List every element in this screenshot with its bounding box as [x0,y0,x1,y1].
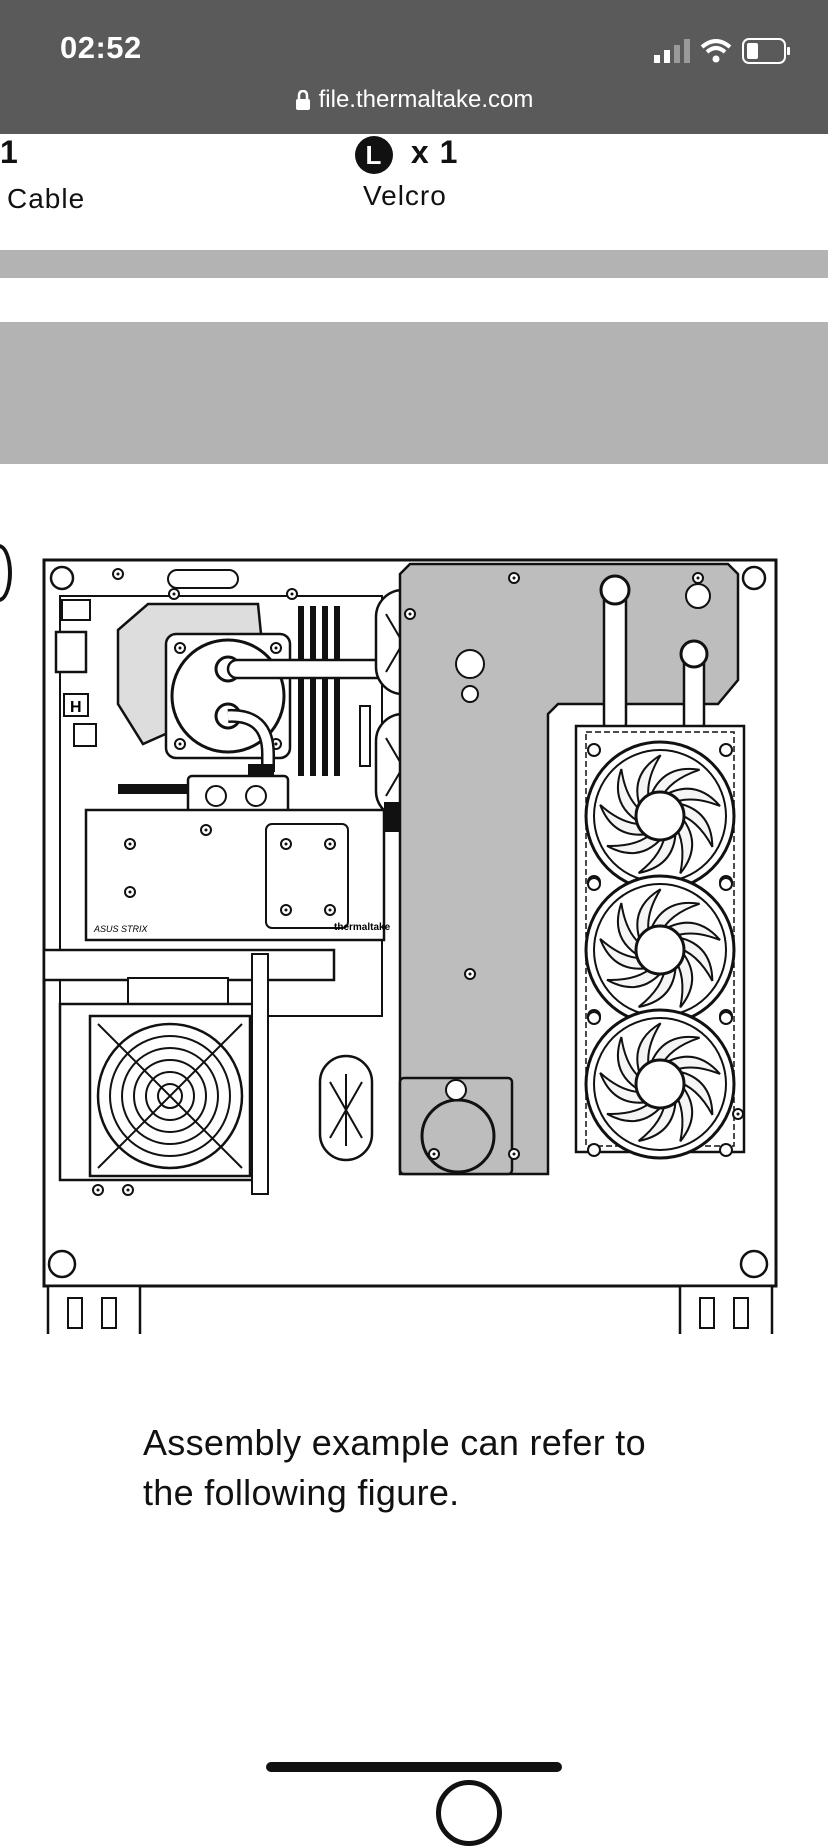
caption-text: Assembly example can refer to the follow… [143,1422,646,1513]
url-text: file.thermaltake.com [318,86,534,113]
lock-icon [295,90,310,110]
scroll-indicator-icon [436,1780,502,1846]
battery-icon [742,38,790,64]
l-badge-icon: L [355,135,393,174]
svg-text:H: H [70,699,82,716]
accessory-label: Velcro [363,179,447,211]
wifi-icon [700,39,732,63]
page-content: 1 Cable L x 1 Velcro [0,134,828,1792]
accessory-qty: 1 [0,134,19,170]
accessory-qty: x 1 [410,134,459,170]
bottom-fan-grill [88,1014,252,1178]
separator-band [0,250,828,278]
status-bar: 02:52 file.thermaltake.com [0,0,828,134]
step-marker [0,544,12,602]
status-icons [654,36,792,66]
home-indicator[interactable] [266,1762,562,1772]
accessory-label: Cable [7,183,86,214]
header-band [0,322,828,464]
accessory-cable: 1 Cable [0,134,85,215]
accessory-qty-row: L x 1 [355,134,458,174]
mb-brand-text: ASUS STRIX [93,924,149,934]
gpu-brand-text: thermaltake [334,922,391,933]
url-bar[interactable]: file.thermaltake.com [0,86,828,114]
assembly-diagram: H [42,558,778,1334]
accessory-velcro: L x 1 Velcro [353,134,458,212]
status-time: 02:52 [60,30,142,65]
signal-icon [654,39,690,63]
